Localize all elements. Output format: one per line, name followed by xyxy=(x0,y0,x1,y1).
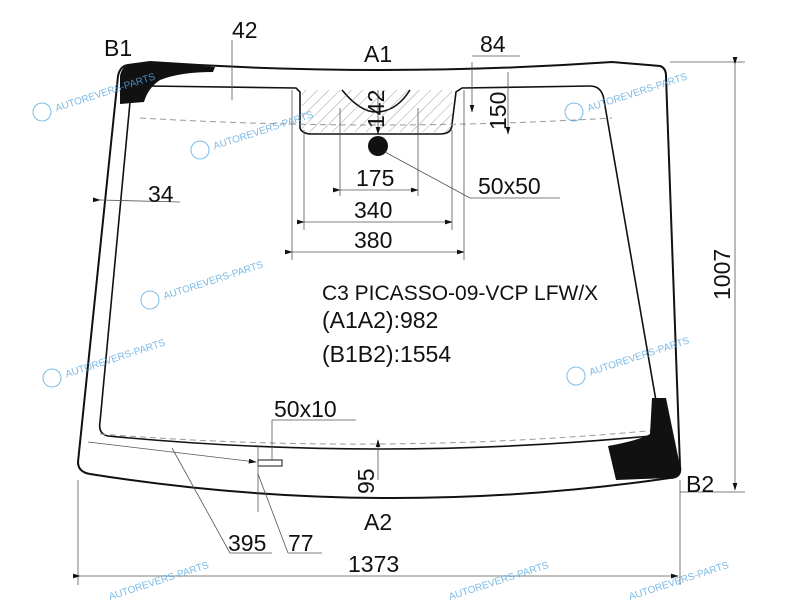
spec-b1b2: (B1B2):1554 xyxy=(322,341,451,367)
svg-text:AUTOREVERS-PARTS: AUTOREVERS-PARTS xyxy=(628,560,731,600)
watermark: AUTOREVERS-PARTS xyxy=(448,560,551,600)
marker-50x10 xyxy=(257,459,283,467)
dim-340: 340 xyxy=(354,197,392,223)
black-corner-b2 xyxy=(608,398,681,480)
dim-34: 34 xyxy=(148,181,174,207)
watermark: AUTOREVERS-PARTS xyxy=(566,335,691,386)
dim-42: 42 xyxy=(232,17,258,43)
dim-150: 150 xyxy=(485,92,511,130)
black-corner-b1 xyxy=(120,62,215,104)
watermark: AUTOREVERS-PARTS xyxy=(564,71,689,122)
label-b1: B1 xyxy=(104,35,132,61)
dashed-line-top xyxy=(139,117,613,126)
dim-50x10: 50x10 xyxy=(274,396,337,422)
svg-text:AUTOREVERS-PARTS: AUTOREVERS-PARTS xyxy=(212,109,315,152)
svg-text:AUTOREVERS-PARTS: AUTOREVERS-PARTS xyxy=(448,560,551,600)
dim-95: 95 xyxy=(353,468,379,494)
dim-380: 380 xyxy=(354,227,392,253)
dim-1373: 1373 xyxy=(348,551,399,577)
dim-395: 395 xyxy=(228,530,266,556)
dim-142: 142 xyxy=(363,90,389,128)
dim-77: 77 xyxy=(288,530,314,556)
watermark: AUTOREVERS-PARTS xyxy=(108,560,211,600)
model-title: C3 PICASSO-09-VCP LFW/X xyxy=(322,282,598,305)
dimension-lines xyxy=(72,40,745,585)
label-a1: A1 xyxy=(364,41,392,67)
sensor-dot xyxy=(368,136,388,156)
glass-outer-edge xyxy=(76,60,682,500)
svg-text:AUTOREVERS-PARTS: AUTOREVERS-PARTS xyxy=(108,560,211,600)
dim-84: 84 xyxy=(480,31,506,57)
dim-50x50: 50x50 xyxy=(478,173,541,199)
label-a2: A2 xyxy=(364,509,392,535)
dim-175: 175 xyxy=(356,165,394,191)
dashed-line-bottom xyxy=(99,429,659,445)
watermark: AUTOREVERS-PARTS xyxy=(190,109,315,160)
svg-text:AUTOREVERS-PARTS: AUTOREVERS-PARTS xyxy=(162,259,265,302)
watermark: AUTOREVERS-PARTS xyxy=(140,259,265,310)
sensor-hatched-area xyxy=(302,90,452,132)
svg-text:AUTOREVERS-PARTS: AUTOREVERS-PARTS xyxy=(64,337,167,380)
spec-a1a2: (A1A2):982 xyxy=(322,307,438,333)
dim-1007: 1007 xyxy=(709,249,735,300)
watermark: AUTOREVERS-PARTS xyxy=(628,560,731,600)
label-b2: B2 xyxy=(686,471,714,497)
